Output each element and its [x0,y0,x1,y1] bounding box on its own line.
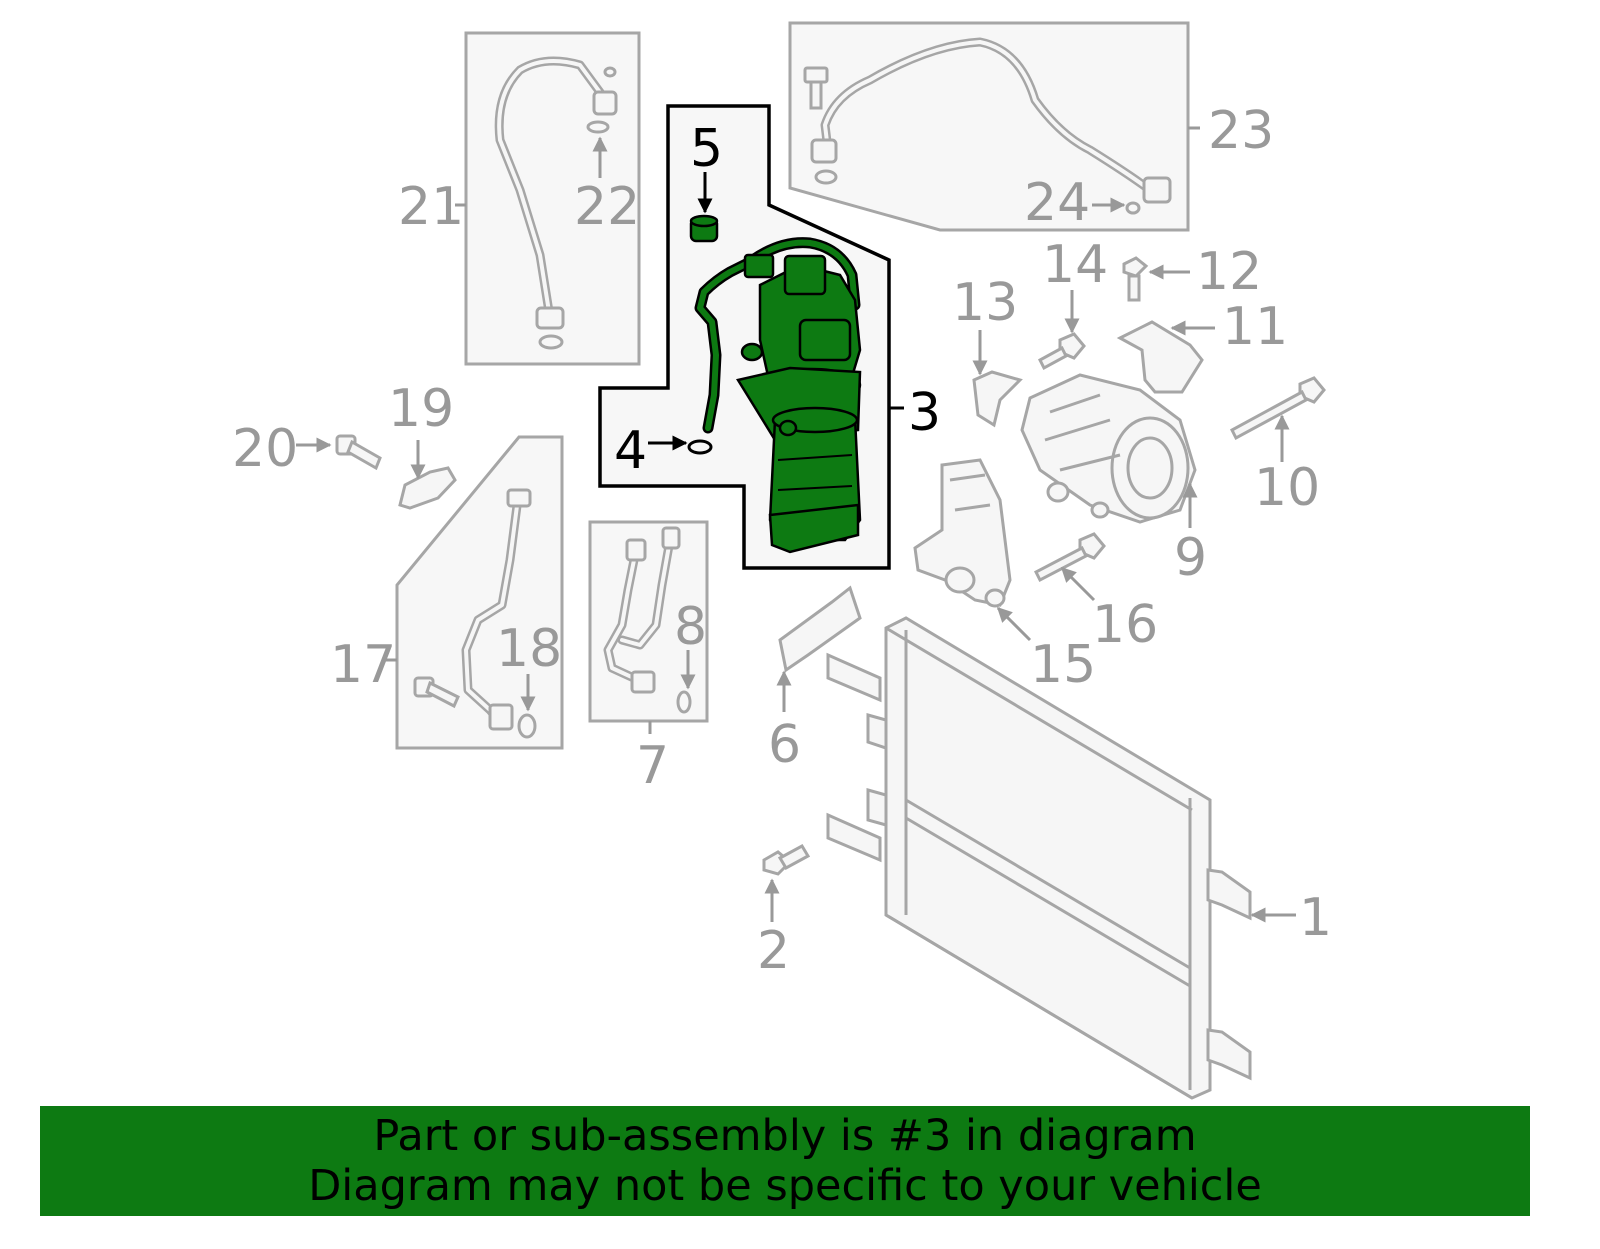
callout-9[interactable]: 9 [1174,528,1207,588]
callout-23[interactable]: 23 [1208,101,1274,161]
part-10-bolt[interactable] [1230,376,1326,462]
callout-10[interactable]: 10 [1254,458,1320,518]
part-20-bolt[interactable] [296,434,382,471]
part-9-compressor[interactable] [1020,373,1198,528]
part-16-bolt[interactable] [1033,532,1106,602]
callout-15[interactable]: 15 [1030,635,1096,695]
part-1-condenser[interactable] [826,616,1296,1100]
part-19-bracket[interactable] [398,440,457,510]
callout-3[interactable]: 3 [908,383,941,443]
callout-5[interactable]: 5 [690,119,723,179]
part-2-bolt[interactable] [762,843,811,922]
banner-line-2: Diagram may not be specific to your vehi… [308,1161,1262,1211]
callout-20[interactable]: 20 [232,419,298,479]
callout-6[interactable]: 6 [768,715,801,775]
part-15-bracket[interactable] [913,458,1032,642]
part-13-bracket[interactable] [972,330,1023,428]
part-17-box [395,435,564,750]
o-ring-icon [687,439,713,455]
part-11-bracket[interactable] [1116,320,1215,394]
bolt-icon [803,66,829,110]
banner-line-1: Part or sub-assembly is #3 in diagram [373,1111,1197,1161]
part-12-bolt[interactable] [1122,256,1190,302]
part-7-group[interactable] [588,520,709,734]
callout-2[interactable]: 2 [757,921,790,981]
bolt-icon [413,676,460,709]
part-23-box [788,21,1190,232]
part-21-group[interactable] [455,31,641,366]
callout-16[interactable]: 16 [1092,595,1158,655]
callout-22[interactable]: 22 [574,177,640,237]
part-6-bracket[interactable] [776,585,862,712]
callout-4[interactable]: 4 [614,421,647,481]
callout-11[interactable]: 11 [1222,297,1288,357]
callout-13[interactable]: 13 [952,273,1018,333]
callout-19[interactable]: 19 [388,379,454,439]
callout-21[interactable]: 21 [398,177,464,237]
part-23-group[interactable] [788,21,1200,232]
callout-1[interactable]: 1 [1299,888,1332,948]
cap-icon [689,214,719,243]
callout-12[interactable]: 12 [1196,242,1262,302]
callout-8[interactable]: 8 [674,597,707,657]
part-14-bolt[interactable] [1038,290,1086,371]
callout-17[interactable]: 17 [330,635,396,695]
accumulator-assembly-icon [694,237,862,554]
callout-14[interactable]: 14 [1042,235,1108,295]
part-3-group[interactable] [598,104,904,570]
callout-24[interactable]: 24 [1024,173,1090,233]
info-banner: Part or sub-assembly is #3 in diagram Di… [40,1106,1530,1216]
callout-7[interactable]: 7 [636,736,669,796]
callout-18[interactable]: 18 [496,619,562,679]
part-17-group[interactable] [384,435,564,750]
